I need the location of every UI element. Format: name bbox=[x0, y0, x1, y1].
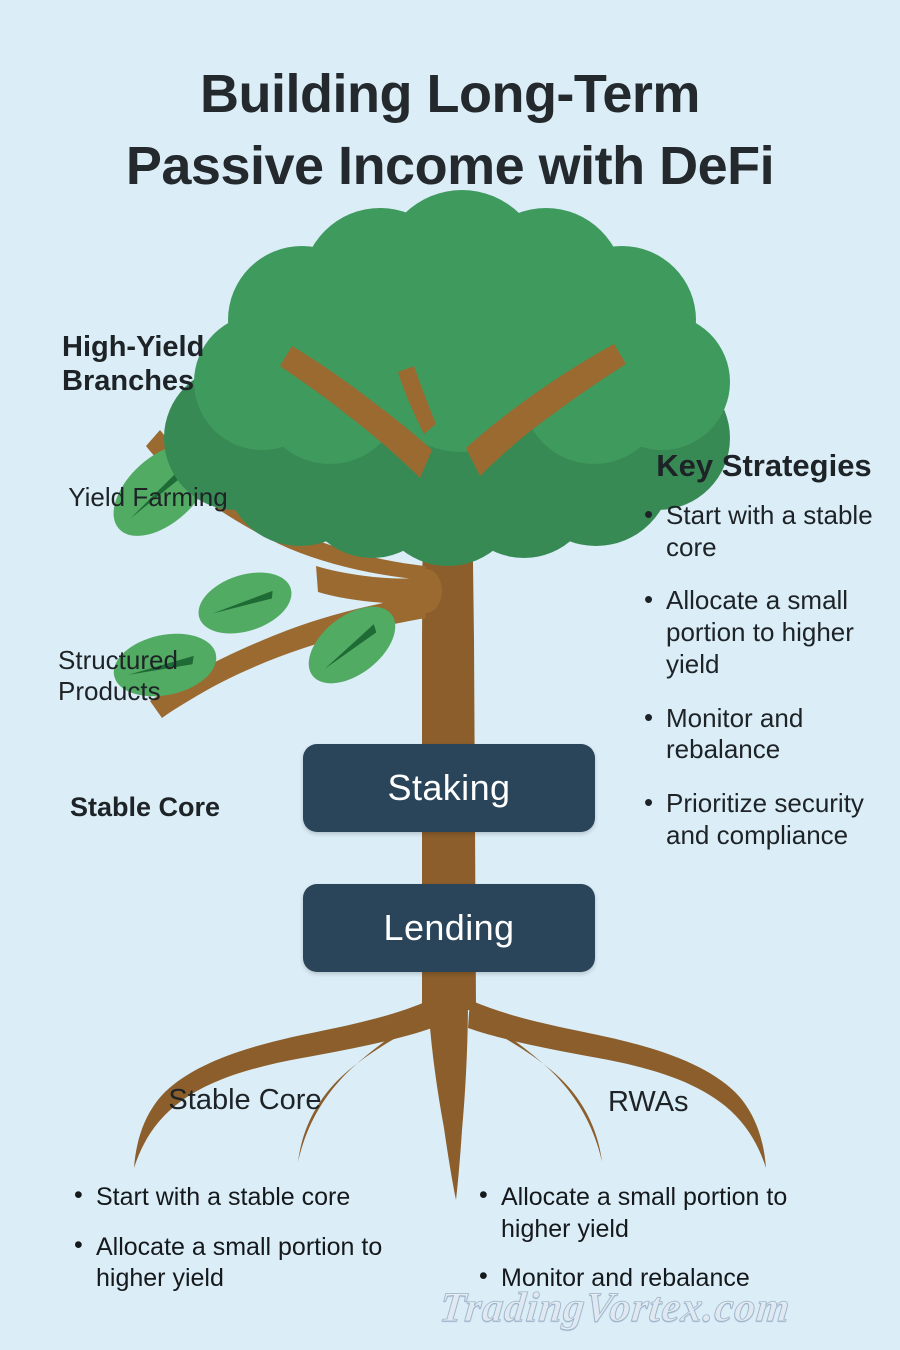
core-box-lending: Lending bbox=[303, 884, 595, 972]
label-stable-core-bottom: Stable Core bbox=[168, 1084, 322, 1116]
key-strategy-item: Start with a stable core bbox=[640, 499, 888, 563]
bottom-list-item: Start with a stable core bbox=[70, 1180, 455, 1214]
key-strategies-heading: Key Strategies bbox=[656, 448, 872, 483]
bottom-list-item: Allocate a small portion to higher yield bbox=[475, 1180, 860, 1245]
key-strategies-panel: Key Strategies Start with a stable core … bbox=[640, 448, 888, 873]
bottom-bullets-left-column: Start with a stable core Allocate a smal… bbox=[70, 1180, 455, 1313]
core-box-lending-label: Lending bbox=[383, 907, 515, 948]
title-line-2: Passive Income with DeFi bbox=[125, 136, 775, 196]
label-structured-products: Structured Products bbox=[58, 645, 178, 706]
canopy-inner-branches bbox=[280, 344, 626, 478]
bottom-list-item: Monitor and rebalance bbox=[475, 1261, 860, 1295]
label-rwas: RWAs bbox=[608, 1086, 689, 1118]
bottom-right-list: Allocate a small portion to higher yield… bbox=[475, 1180, 860, 1295]
title-line-1: Building Long-Term bbox=[200, 64, 700, 124]
label-stable-core-middle: Stable Core bbox=[70, 792, 221, 822]
bottom-bullets-right-column: Allocate a small portion to higher yield… bbox=[475, 1180, 860, 1313]
key-strategy-item: Monitor and rebalance bbox=[640, 702, 888, 766]
key-strategies-list: Start with a stable core Allocate a smal… bbox=[640, 499, 888, 851]
bottom-list-item: Allocate a small portion to higher yield bbox=[70, 1230, 455, 1295]
label-yield-farming: Yield Farming bbox=[68, 482, 228, 512]
key-strategy-item: Prioritize security and compliance bbox=[640, 787, 888, 851]
canopy-upper-layer bbox=[194, 190, 730, 464]
bottom-bullet-columns: Start with a stable core Allocate a smal… bbox=[70, 1180, 860, 1313]
core-box-staking-label: Staking bbox=[387, 767, 511, 808]
bottom-left-list: Start with a stable core Allocate a smal… bbox=[70, 1180, 455, 1295]
key-strategy-item: Allocate a small portion to higher yield bbox=[640, 584, 888, 680]
core-box-staking: Staking bbox=[303, 744, 595, 832]
label-high-yield-branches: High-Yield Branches bbox=[62, 331, 205, 398]
page-title: Building Long-Term Passive Income with D… bbox=[0, 58, 900, 202]
